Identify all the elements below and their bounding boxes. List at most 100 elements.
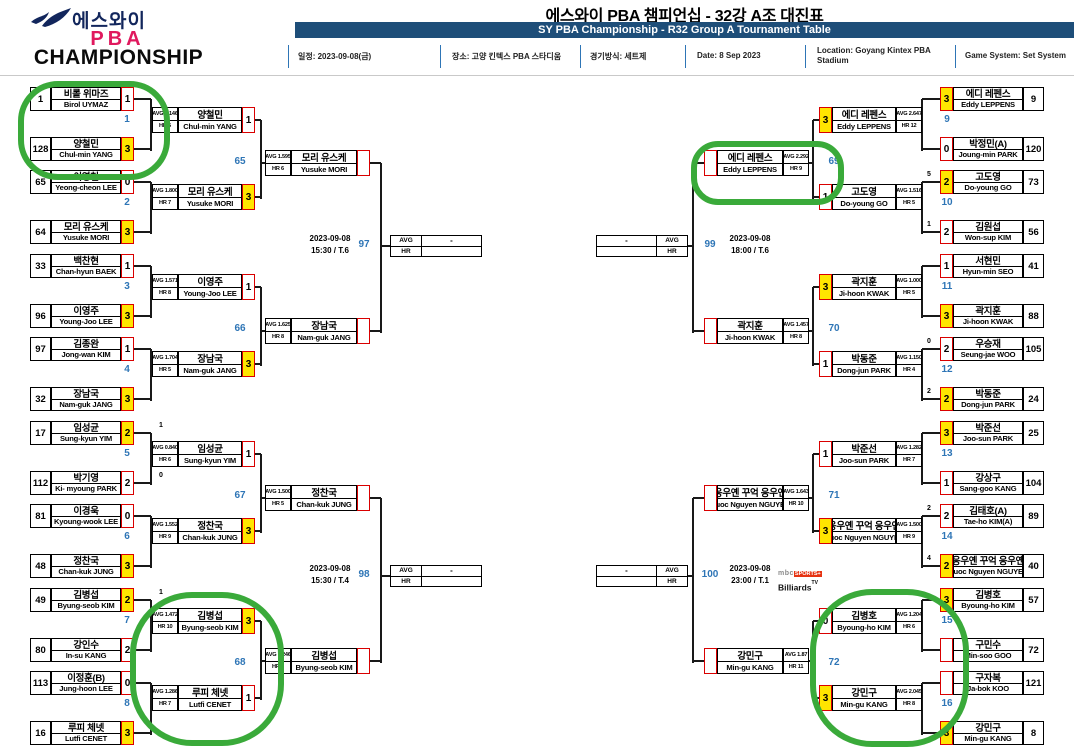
player-name-en: Young-Joo LEE (183, 288, 237, 298)
result-label: HR (667, 247, 677, 255)
player-score-box: 2 (940, 170, 953, 194)
match-date: 2023-09-08 (729, 564, 771, 573)
player-name-kr: 김종완 (52, 338, 120, 350)
player-name-en: Min-soo GOO (964, 651, 1012, 661)
bracket-line (693, 162, 704, 164)
player-name-en: Chan-hyun BAEK (55, 267, 117, 277)
player-name-kr: 임성균 (179, 442, 241, 455)
player-hr: HR 4 (903, 367, 915, 374)
player-name-en: Won-sup KIM (964, 233, 1012, 243)
player-seed: 128 (30, 137, 51, 161)
player-hr: HR 5 (159, 367, 171, 374)
player-name-kr: 임성균 (52, 422, 120, 434)
player-name-en: Min-gu KANG (840, 699, 888, 709)
player-avg: AVG 1.625 (266, 319, 290, 332)
player-score-box: 3 (940, 421, 953, 445)
player-name-en: Eddy LEPPENS (961, 100, 1015, 110)
player-name-en: Nam-guk JANG (297, 332, 351, 342)
match-number: 4 (124, 364, 130, 375)
player-name-en: Do-young GO (964, 183, 1012, 193)
player-name-kr: 고도영 (833, 185, 895, 198)
player-name-box: 응우옌 꾸억 응우옌Quoc Nguyen NGUYEN (953, 554, 1023, 578)
player-score-box: 1 (121, 87, 134, 111)
result-value: - (597, 236, 657, 246)
player-score-box: 3 (819, 518, 832, 544)
bracket-line (381, 245, 390, 247)
player-score-box: 1 (242, 274, 255, 300)
player-score-box: 0 (121, 170, 134, 194)
match-time-table: 15:30 / T.6 (311, 246, 349, 255)
bracket-line (692, 163, 694, 333)
match-number: 71 (828, 490, 840, 501)
player-seed: 104 (1023, 471, 1044, 495)
result-row: -AVG (597, 566, 687, 577)
bracket-line (922, 181, 940, 183)
player-name-en: Quoc Nguyen NGUYEN (833, 532, 895, 542)
match-date: 2023-09-08 (309, 564, 351, 573)
player-score-box (704, 150, 717, 176)
player-name-en: Hyun-min SEO (962, 267, 1014, 277)
player-name-kr: 정찬국 (292, 486, 356, 499)
player-avg: AVG 1.150 (897, 352, 921, 365)
player-name-kr: 이영천 (52, 171, 120, 183)
player-name-kr: 양철민 (52, 138, 120, 150)
shootout-score: 0 (159, 472, 163, 479)
bracket-line (922, 732, 940, 734)
bracket-line (134, 599, 151, 601)
player-score-box: 2 (940, 554, 953, 578)
player-seed: 73 (1023, 170, 1044, 194)
player-score-box: 1 (819, 184, 832, 210)
player-name-kr: 비롤 위마즈 (52, 88, 120, 100)
player-score-box: 1 (940, 471, 953, 495)
player-name-en: Min-gu KANG (964, 734, 1012, 744)
player-name-box: 응우옌 꾸억 응우옌Quoc Nguyen NGUYEN (832, 518, 896, 544)
player-hr: HR 7 (903, 457, 915, 464)
player-score-box: 3 (242, 608, 255, 634)
bracket-line (381, 575, 390, 577)
player-seed: 80 (30, 638, 51, 662)
player-name-kr: 에디 레펜스 (718, 151, 782, 164)
player-hr: HR 12 (901, 123, 917, 130)
match-number: 97 (358, 239, 370, 250)
player-avg: AVG 1.246 (266, 649, 290, 662)
player-score-box: 2 (121, 471, 134, 495)
match-number: 6 (124, 531, 130, 542)
player-avg: AVG 1.704 (153, 352, 177, 365)
player-name-kr: 에디 레펜스 (954, 88, 1022, 100)
bracket-line (134, 682, 151, 684)
bracket-line (134, 398, 151, 400)
bracket-line (809, 497, 813, 499)
player-name-kr: 이영주 (52, 305, 120, 317)
bracket-line (150, 600, 152, 652)
match-number: 65 (234, 156, 246, 167)
shootout-score: 0 (927, 338, 931, 345)
player-score-box: 3 (940, 304, 953, 328)
player-name-kr: 장남국 (52, 388, 120, 400)
player-hr: HR 11 (788, 664, 804, 671)
player-name-kr: 고도영 (954, 171, 1022, 183)
player-score-box: 0 (121, 504, 134, 528)
player-name-en: Min-gu KANG (726, 662, 774, 672)
player-hr: HR 6 (159, 457, 171, 464)
broadcast-logo: mbcSPORTS+BilliardsTV (778, 566, 822, 592)
player-stats-box: AVG 1.704 HR 5 (152, 351, 178, 377)
player-hr: HR 7 (159, 200, 171, 207)
bracket-line (150, 182, 152, 234)
bracket-line (692, 498, 694, 663)
bracket-line (922, 398, 940, 400)
match-number: 10 (941, 197, 953, 208)
